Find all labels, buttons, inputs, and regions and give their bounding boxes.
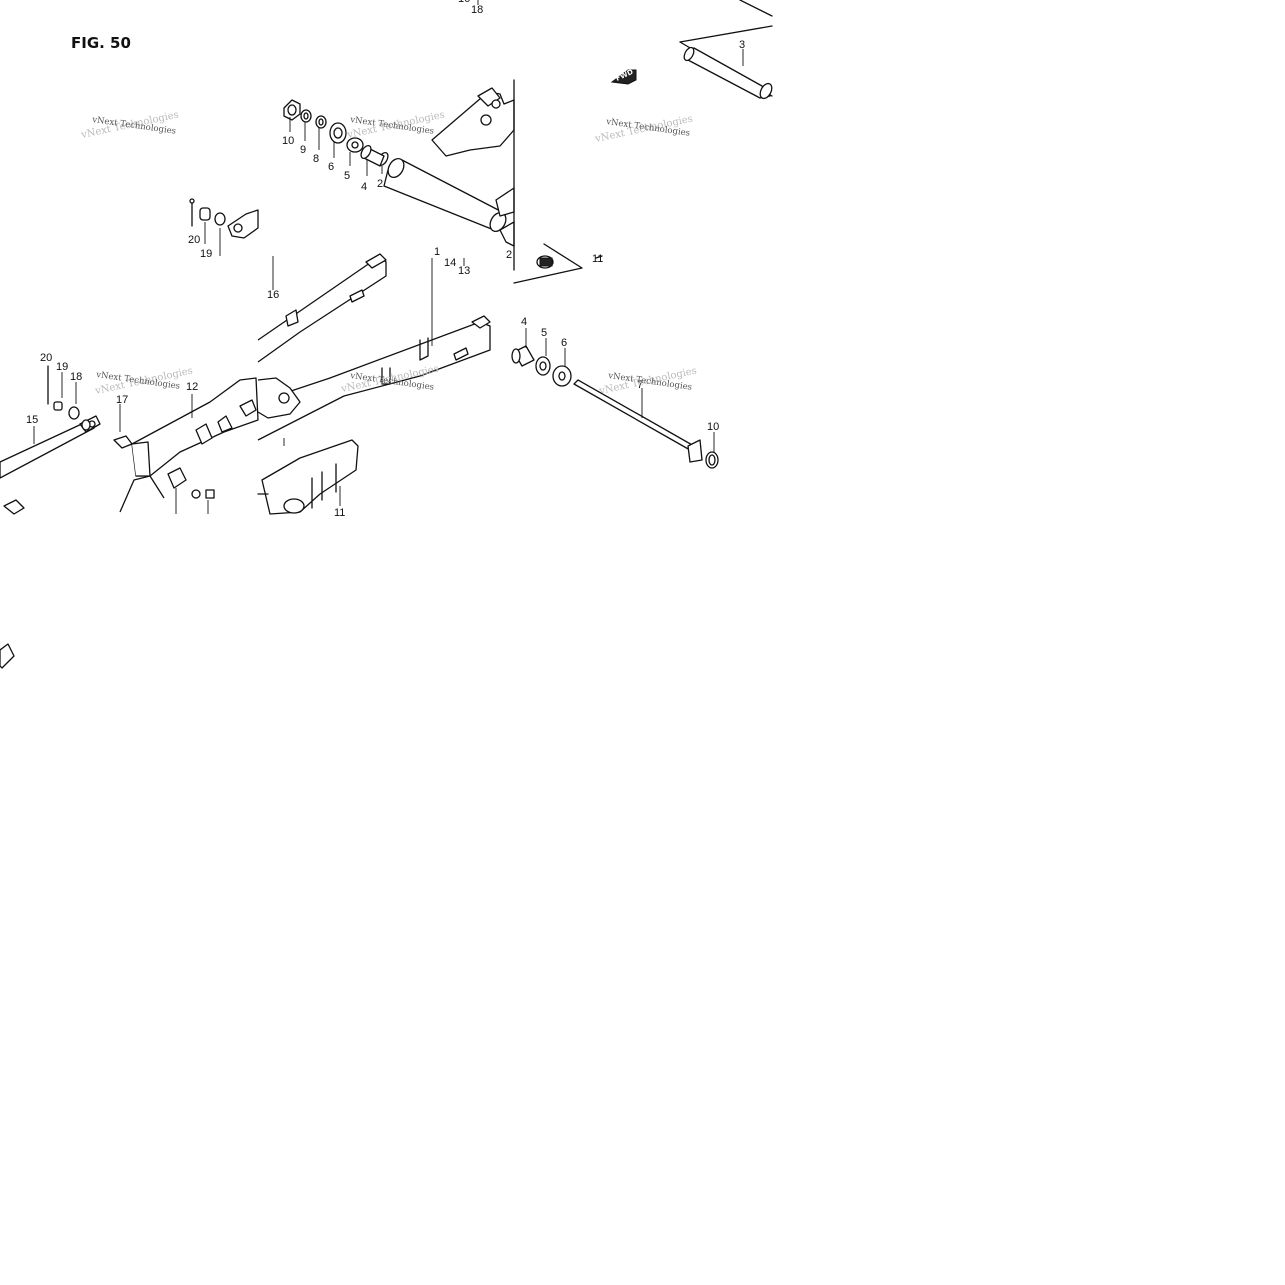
torque-rod-assembly <box>0 365 215 515</box>
watermarks: vNext Technologies vNext Technologies vN… <box>79 110 697 398</box>
edge-fragment <box>0 643 15 669</box>
callout-10-upper: 10 <box>282 135 294 147</box>
callout-7: 7 <box>637 379 643 391</box>
callout-18-lower: 18 <box>70 371 82 383</box>
callout-12: 12 <box>186 381 198 393</box>
callout-11-upper: 11 <box>592 253 603 265</box>
swingarm-pivot-assembly <box>283 0 583 284</box>
callout-20-lower: 20 <box>40 352 52 364</box>
callout-5-lower: 5 <box>541 327 547 339</box>
callout-18-top: 18 <box>471 4 483 16</box>
callout-14: 14 <box>444 257 456 269</box>
callout-labels: 16 18 3 10 9 8 6 5 4 2 20 19 16 1 14 13 … <box>26 0 745 519</box>
pivot-shaft-detail <box>679 0 773 100</box>
callout-6-lower: 6 <box>561 337 567 349</box>
callout-17: 17 <box>116 394 128 406</box>
callout-20-upper: 20 <box>188 234 200 246</box>
callout-16: 16 <box>267 289 279 301</box>
pivot-bolt-assembly <box>431 258 719 469</box>
callout-13: 13 <box>458 265 470 277</box>
callout-10-lower: 10 <box>707 421 719 433</box>
figure-title: FIG. 50 <box>71 34 131 52</box>
callout-4-upper: 4 <box>361 181 367 193</box>
callout-5-upper: 5 <box>344 170 350 182</box>
callout-6-upper: 6 <box>328 161 334 173</box>
callout-8-upper: 8 <box>313 153 319 165</box>
callout-19-lower: 19 <box>56 361 68 373</box>
swingarm-frame <box>119 253 491 515</box>
callout-15: 15 <box>26 414 38 426</box>
callout-9-upper: 9 <box>300 144 306 156</box>
callout-4-lower: 4 <box>521 316 527 328</box>
callout-19-upper: 19 <box>200 248 212 260</box>
callout-16-top: 16 <box>458 0 470 5</box>
callout-11-lower: 11 <box>334 507 345 519</box>
callout-2-upper: 2 <box>377 178 383 190</box>
callout-2-right: 2 <box>506 249 512 261</box>
callout-1: 1 <box>434 246 440 258</box>
forward-arrow-icon: FWD <box>610 68 637 85</box>
stopper-bracket-assembly <box>189 198 274 290</box>
callout-3: 3 <box>739 39 745 51</box>
